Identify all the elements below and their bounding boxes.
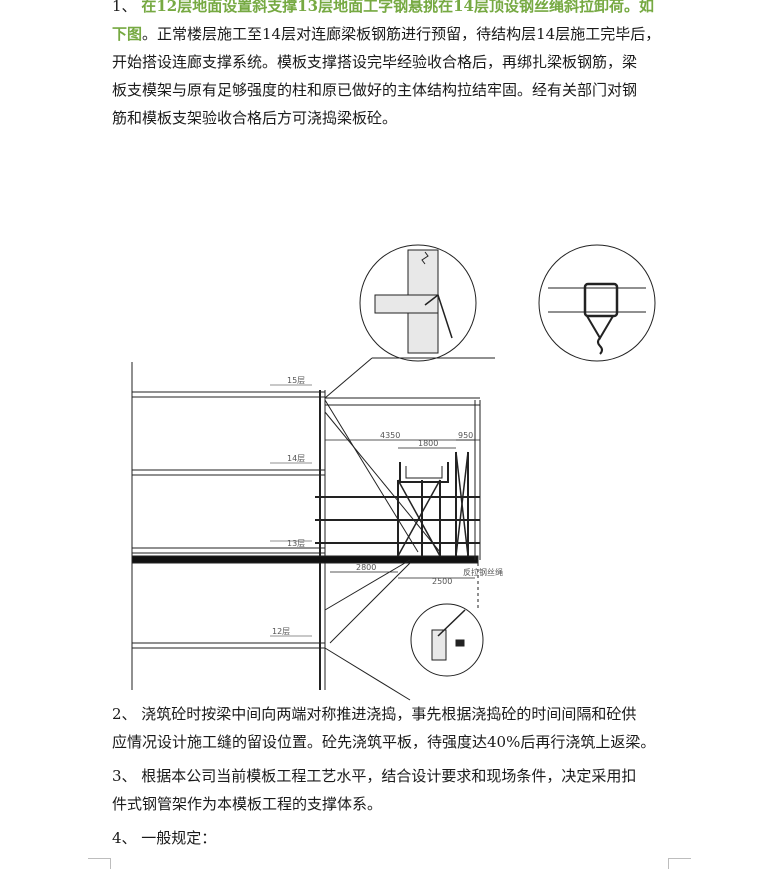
beam-formwork-inner bbox=[405, 466, 443, 479]
beam-formwork bbox=[399, 462, 449, 483]
page-corner-mark-left bbox=[88, 858, 111, 869]
detail-circle-support bbox=[410, 603, 484, 677]
detail-circle-3 bbox=[410, 603, 484, 677]
diagonal-brace-12b bbox=[329, 562, 411, 644]
cable-label: 反拉钢丝绳 bbox=[463, 567, 503, 577]
dim-950-label: 950 bbox=[458, 431, 473, 440]
detail-slab bbox=[374, 294, 439, 314]
dim-4350-label: 4350 bbox=[380, 431, 400, 440]
para1-text-line4: 筋和模板支架验收合格后方可浇捣梁板砼。 bbox=[112, 109, 398, 127]
floor-12-label: 12层 bbox=[272, 627, 290, 636]
paragraph-3: 3、 根据本公司当前模板工程工艺水平，结合设计要求和现场条件，决定采用扣 件式钢… bbox=[112, 762, 672, 818]
brace-4 bbox=[455, 451, 469, 557]
leader-top bbox=[324, 357, 373, 399]
detail-circle-clamp bbox=[538, 244, 656, 362]
detail-circle-1 bbox=[359, 244, 477, 362]
para3-line2: 件式钢管架作为本模板工程的支撑体系。 bbox=[112, 795, 383, 813]
floor-14-label: 14层 bbox=[287, 454, 305, 463]
para3-line1: 3、 根据本公司当前模板工程工艺水平，结合设计要求和现场条件，决定采用扣 bbox=[112, 767, 637, 785]
para1-text-line2: 开始搭设连廊支撑系统。模板支撑搭设完毕经验收合格后，再绑扎梁板钢筋，梁 bbox=[112, 53, 638, 71]
para2-line1: 2、 浇筑砼时按梁中间向两端对称推进浇捣，事先根据浇捣砼的时间间隔和砼供 bbox=[112, 705, 637, 723]
para2-line2: 应情况设计施工缝的留设位置。砼先浇筑平板，待强度达40%后再行浇筑上返梁。 bbox=[112, 733, 656, 751]
detail-circle-2 bbox=[538, 244, 656, 362]
detail-brace bbox=[437, 609, 466, 637]
floor-15-label: 15层 bbox=[287, 376, 305, 385]
floor-13-label: 13层 bbox=[287, 539, 305, 548]
detail-support-column bbox=[431, 629, 447, 661]
detail-plate bbox=[455, 639, 465, 647]
para1-highlight-line2: 下图 bbox=[112, 25, 143, 43]
dim-2500-label: 2500 bbox=[432, 577, 452, 586]
paragraph-4: 4、 一般规定： bbox=[112, 824, 672, 852]
tie-cable-2 bbox=[324, 411, 441, 553]
detail-column bbox=[407, 249, 439, 296]
dim-2800-label: 2800 bbox=[356, 563, 376, 572]
para1-text-line3: 板支模架与原有足够强度的柱和原已做好的主体结构拉结牢固。经有关部门对钢 bbox=[112, 81, 638, 99]
para1-highlight-line1: 在12层地面设置斜支撑13层地面工字钢悬挑在14层顶设钢丝绳斜拉卸荷。如 bbox=[141, 0, 654, 15]
brace-2 bbox=[397, 479, 441, 557]
break-mark-top bbox=[421, 251, 429, 265]
clamp-cable-v bbox=[586, 315, 614, 340]
leader-to-detail bbox=[324, 647, 411, 701]
paragraph-2: 2、 浇筑砼时按梁中间向两端对称推进浇捣，事先根据浇捣砼的时间间隔和砼供 应情况… bbox=[112, 700, 672, 756]
tie-cable-1 bbox=[324, 399, 419, 553]
detail-column-lower bbox=[407, 312, 439, 354]
page-corner-mark-right bbox=[668, 858, 691, 869]
detail-circle-anchor bbox=[359, 244, 477, 362]
para1-number: 1、 bbox=[112, 0, 137, 15]
detail-cable bbox=[424, 293, 453, 339]
clamp-ring bbox=[583, 282, 619, 318]
diagonal-brace-12 bbox=[324, 559, 411, 611]
dim-1800-label: 1800 bbox=[418, 439, 438, 448]
clamp-cable-twist bbox=[597, 337, 603, 355]
cantilever-i-beam bbox=[131, 555, 479, 564]
paragraph-1: 1、 在12层地面设置斜支撑13层地面工字钢悬挑在14层顶设钢丝绳斜拉卸荷。如 … bbox=[112, 0, 672, 132]
para1-text-line1: 。正常楼层施工至14层对连廊梁板钢筋进行预留，待结构层14层施工完毕后， bbox=[142, 25, 661, 43]
para4-line1: 4、 一般规定： bbox=[112, 829, 217, 847]
